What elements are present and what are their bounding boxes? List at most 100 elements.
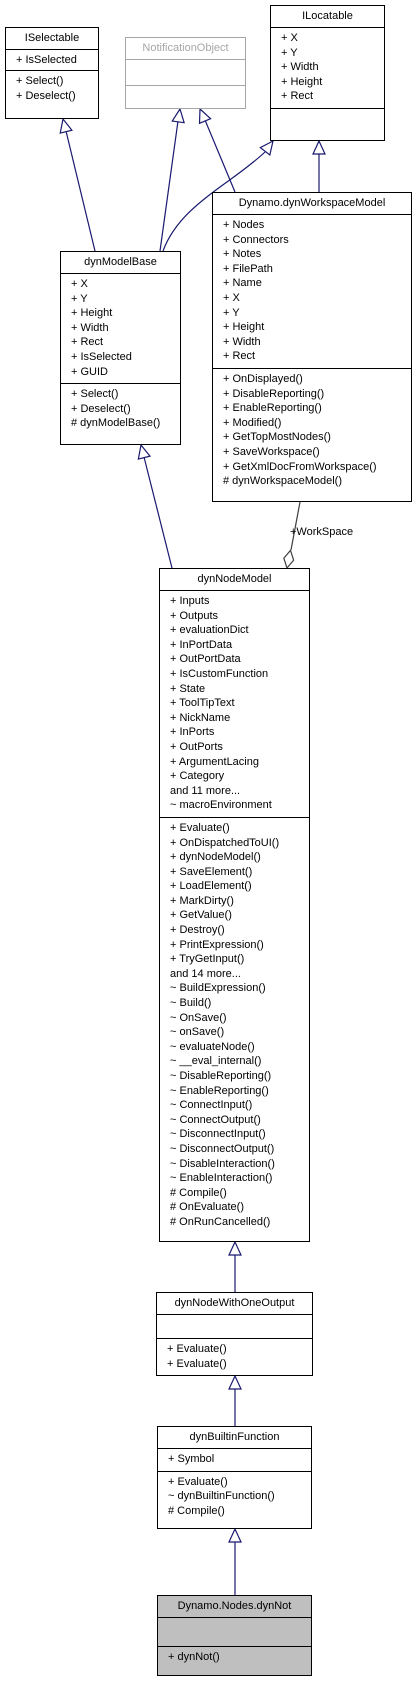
operation: + OnDisplayed() <box>223 372 303 385</box>
operations-section <box>126 85 245 109</box>
attribute: ~ macroEnvironment <box>170 799 272 812</box>
operations-section: + Select() + Deselect() <box>6 70 98 107</box>
class-name: Dynamo.dynWorkspaceModel <box>238 197 386 209</box>
operation: # OnRunCancelled() <box>170 1215 271 1228</box>
inheritance-edge <box>65 130 96 252</box>
attribute: + Height <box>71 307 113 320</box>
attribute: + Outputs <box>170 609 219 622</box>
operation: + Deselect() <box>71 402 131 415</box>
attributes-section: + X + Y + Height + Width + Rect + IsSele… <box>61 273 180 383</box>
class-notificationobject[interactable]: NotificationObject <box>125 37 246 109</box>
operation: # Compile() <box>168 1504 225 1517</box>
attribute: + Width <box>223 335 261 348</box>
attribute: + Notes <box>223 248 262 261</box>
class-name: dynBuiltinFunction <box>189 1431 280 1443</box>
operations-section: + Select() + Deselect() # dynModelBase() <box>61 383 180 435</box>
class-name: dynNodeWithOneOutput <box>174 1297 295 1309</box>
attributes-section: + IsSelected <box>6 49 98 70</box>
attribute: + IsCustomFunction <box>170 667 269 680</box>
attribute: + Rect <box>281 90 314 103</box>
class-name: dynModelBase <box>84 256 157 268</box>
attribute: + X <box>223 291 240 304</box>
attributes-section: + Inputs + Outputs + evaluationDict + In… <box>160 590 309 817</box>
class-dynmodelbase[interactable]: dynModelBase + X + Y + Height + Width + … <box>60 251 181 445</box>
attribute: + Width <box>281 61 319 74</box>
more-attributes: and 11 more... <box>170 784 241 797</box>
attribute: + OutPorts <box>170 740 223 753</box>
operation: + Evaluate() <box>167 1357 227 1370</box>
operation: ~ dynBuiltinFunction() <box>168 1490 275 1503</box>
operation: ~ DisconnectOutput() <box>170 1142 275 1155</box>
attribute: + Nodes <box>223 219 265 231</box>
attribute: + Category <box>170 770 225 783</box>
attribute: + evaluationDict <box>170 624 249 637</box>
attributes-section: + X + Y + Width + Height + Rect <box>271 27 384 108</box>
operation: + EnableReporting() <box>223 402 322 415</box>
operations-section: + Evaluate() ~ dynBuiltinFunction() # Co… <box>158 1470 311 1523</box>
operation: + LoadElement() <box>170 880 252 893</box>
attribute: + InPortData <box>170 638 233 651</box>
class-name: dynNodeModel <box>197 573 272 585</box>
attribute: + IsSelected <box>16 54 77 66</box>
attribute: + OutPortData <box>170 653 241 666</box>
operations-section: + Evaluate() + Evaluate() <box>157 1338 312 1375</box>
operation: + Select() <box>71 388 119 401</box>
inheritance-arrowhead <box>59 117 73 134</box>
attribute: + X <box>71 278 88 290</box>
operations-section: + OnDisplayed() + DisableReporting() + E… <box>213 367 411 493</box>
operation: + Evaluate() <box>170 821 230 834</box>
class-name: Dynamo.Nodes.dynNot <box>177 1600 292 1612</box>
inheritance-arrowhead <box>259 139 274 157</box>
class-dynbuiltinfunction[interactable]: dynBuiltinFunction + Symbol + Evaluate()… <box>157 1426 312 1529</box>
attribute: + ToolTipText <box>170 697 235 710</box>
attribute: + FilePath <box>223 262 273 275</box>
inheritance-arrowhead <box>228 1527 242 1543</box>
operation: + dynNot() <box>168 1651 220 1663</box>
operation: + GetValue() <box>170 909 232 922</box>
class-dynnodemodel[interactable]: dynNodeModel + Inputs + Outputs + evalua… <box>159 568 310 1242</box>
attribute: + Height <box>223 321 265 334</box>
attribute: + Height <box>281 75 323 88</box>
attributes-section <box>158 1617 311 1646</box>
operation: ~ EnableReporting() <box>170 1084 269 1097</box>
inheritance-arrowhead <box>312 139 326 155</box>
class-ilocatable[interactable]: ILocatable + X + Y + Width + Height + Re… <box>270 5 385 141</box>
operation: + TryGetInput() <box>170 953 245 966</box>
inheritance-edge <box>143 456 173 569</box>
operation: ~ ConnectOutput() <box>170 1113 261 1126</box>
operation: + OnDispatchedToUI() <box>170 836 280 849</box>
operation: + SaveElement() <box>170 865 253 878</box>
class-iselectable[interactable]: ISelectable + IsSelected + Select() + De… <box>5 27 99 119</box>
attributes-section: + Nodes + Connectors + Notes + FilePath … <box>213 214 411 368</box>
operation: + GetXmlDocFromWorkspace() <box>223 460 377 473</box>
operation: ~ evaluateNode() <box>170 1040 255 1053</box>
attribute: + X <box>281 32 298 44</box>
attribute: + Connectors <box>223 233 289 246</box>
operation: + Select() <box>16 75 64 87</box>
inheritance-edge <box>204 119 236 193</box>
association-label: +WorkSpace <box>290 526 354 538</box>
operation: + Modified() <box>223 416 282 429</box>
attribute: + Width <box>71 321 109 334</box>
operations-section <box>271 107 384 127</box>
operation: ~ BuildExpression() <box>170 982 266 995</box>
inheritance-arrowhead <box>198 107 212 125</box>
inheritance-arrowhead <box>171 107 185 124</box>
operation: + Evaluate() <box>167 1343 227 1355</box>
attribute: + Rect <box>71 336 104 349</box>
attribute: + State <box>170 682 206 695</box>
attribute: + InPorts <box>170 726 215 739</box>
class-dynnot[interactable]: Dynamo.Nodes.dynNot + dynNot() <box>157 1595 312 1676</box>
class-dynnodewithoneoutput[interactable]: dynNodeWithOneOutput + Evaluate() + Eval… <box>156 1292 313 1376</box>
operation: ~ Build() <box>170 997 212 1010</box>
class-dynworkspacemodel[interactable]: Dynamo.dynWorkspaceModel + Nodes + Conne… <box>212 192 412 502</box>
attribute: + Y <box>281 46 298 59</box>
inheritance-arrowhead <box>228 1240 242 1256</box>
attribute: + Symbol <box>168 1453 215 1465</box>
operation: + SaveWorkspace() <box>223 445 320 458</box>
inheritance-arrowhead <box>228 1374 242 1390</box>
operations-section: + dynNot() <box>158 1646 311 1669</box>
inheritance-edge <box>159 120 179 252</box>
attribute: + Y <box>223 306 240 319</box>
